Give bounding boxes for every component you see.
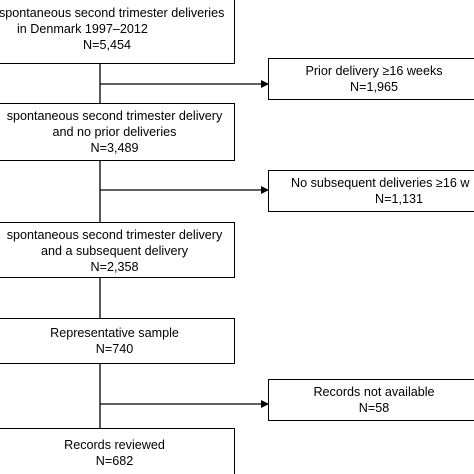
node-no-subsequent-deliveries: No subsequent deliveries ≥16 w N=1,131 <box>268 170 474 212</box>
node-line: N=1,965 <box>350 80 398 94</box>
node-line: Records not available <box>313 385 435 399</box>
node-line: Representative sample <box>50 326 179 340</box>
node-representative-sample: Representative sample N=740 <box>0 318 235 364</box>
node-subsequent-delivery: spontaneous second trimester delivery an… <box>0 222 235 278</box>
node-line: spontaneous second trimester delivery <box>6 109 223 123</box>
node-prior-delivery: Prior delivery ≥16 weeks N=1,965 <box>268 58 474 100</box>
node-line: No subsequent deliveries ≥16 w <box>291 176 470 190</box>
node-line: N=740 <box>95 342 134 356</box>
node-line: spontaneous second trimester deliveries <box>0 6 225 20</box>
node-line: and a subsequent delivery <box>40 244 189 258</box>
node-line: N=3,489 <box>90 141 139 155</box>
node-line: spontaneous second trimester delivery <box>6 228 223 242</box>
node-records-reviewed: Records reviewed N=682 <box>0 428 235 474</box>
node-line: N=682 <box>95 454 134 468</box>
node-no-prior-deliveries: spontaneous second trimester delivery an… <box>0 103 235 161</box>
node-line: in Denmark 1997–2012 <box>17 22 148 36</box>
node-records-not-available: Records not available N=58 <box>268 379 474 421</box>
node-line: N=2,358 <box>90 260 139 274</box>
node-total-deliveries: spontaneous second trimester deliveries … <box>0 0 235 64</box>
node-line: N=5,454 <box>83 38 131 52</box>
node-line: Records reviewed <box>64 438 165 452</box>
node-line: N=58 <box>358 401 390 415</box>
node-line: and no prior deliveries <box>52 125 177 139</box>
node-line: N=1,131 <box>375 192 423 206</box>
node-line: Prior delivery ≥16 weeks <box>305 64 443 78</box>
